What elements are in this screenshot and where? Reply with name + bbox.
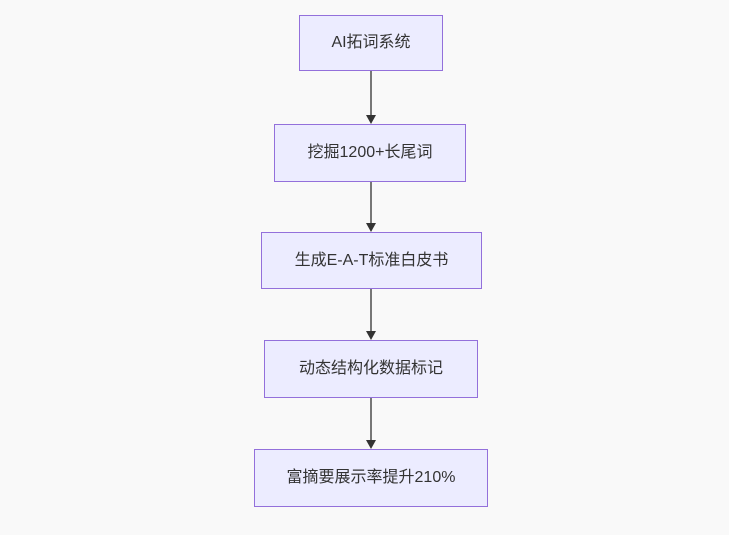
flow-node-label: AI拓词系统 — [331, 34, 411, 52]
edge-line — [370, 398, 372, 440]
edge-arrow-4 — [365, 398, 377, 449]
arrowhead-down-icon — [366, 115, 376, 124]
flow-node-ai-expand-system: AI拓词系统 — [299, 15, 443, 71]
flow-node-label: 挖掘1200+长尾词 — [307, 144, 433, 162]
flow-node-generate-eat-whitepaper: 生成E-A-T标准白皮书 — [261, 232, 482, 289]
edge-line — [370, 289, 372, 331]
flow-node-rich-snippet-rate: 富摘要展示率提升210% — [254, 449, 488, 507]
flow-node-mine-longtail-keywords: 挖掘1200+长尾词 — [274, 124, 466, 182]
flow-node-dynamic-structured-data: 动态结构化数据标记 — [264, 340, 478, 398]
edge-line — [370, 182, 372, 223]
flow-node-label: 生成E-A-T标准白皮书 — [294, 251, 449, 269]
flow-node-label: 富摘要展示率提升210% — [286, 469, 456, 487]
edge-arrow-1 — [365, 71, 377, 124]
edge-arrow-3 — [365, 289, 377, 340]
arrowhead-down-icon — [366, 331, 376, 340]
edge-arrow-2 — [365, 182, 377, 232]
arrowhead-down-icon — [366, 440, 376, 449]
arrowhead-down-icon — [366, 223, 376, 232]
flow-node-label: 动态结构化数据标记 — [298, 360, 443, 378]
edge-line — [370, 71, 372, 115]
